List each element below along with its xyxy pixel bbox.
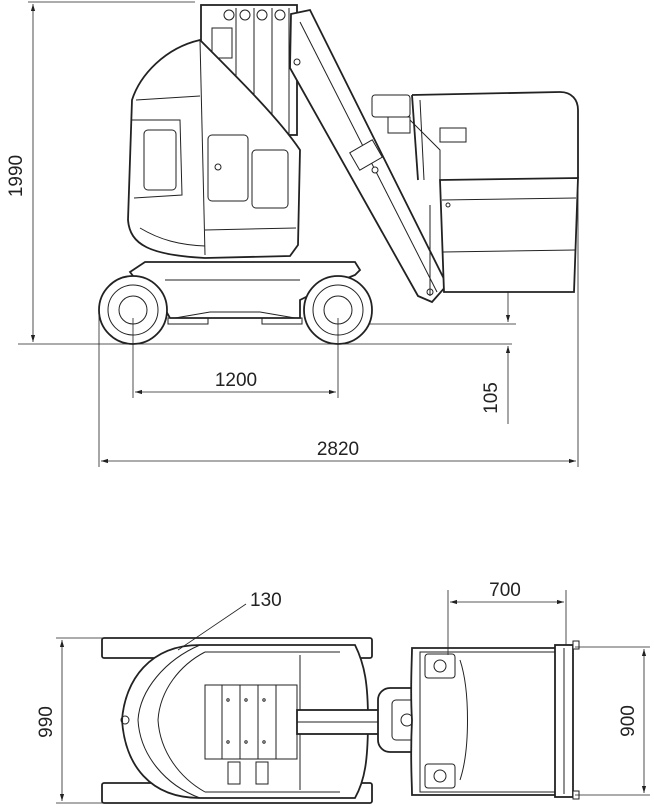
platform-width-dimension: 900 [575,646,650,796]
height-label: 1990 [6,155,27,197]
chassis-body [127,39,301,259]
platform-width-label: 900 [618,705,639,737]
width-label: 990 [36,706,57,738]
height-dimension: 1990 [6,1,512,345]
offset-annotation: 130 [177,590,282,651]
top-mast [204,684,298,785]
top-platform [410,640,580,800]
wheelbase-dimension: 1200 [132,318,339,398]
platform-depth-label: 700 [489,580,521,601]
platform-depth-dimension: 700 [447,580,567,655]
length-dimension: 2820 [98,180,579,467]
jib-arm [289,8,449,304]
platform-basket [371,91,579,296]
ground-clearance-label: 105 [481,382,502,414]
top-view: 990 [36,580,650,804]
side-view: 1990 105 [6,1,579,467]
ground-clearance-dimension: 105 [360,290,516,424]
wheelbase-label: 1200 [215,370,257,391]
offset-label: 130 [250,590,282,611]
length-label: 2820 [317,439,359,460]
